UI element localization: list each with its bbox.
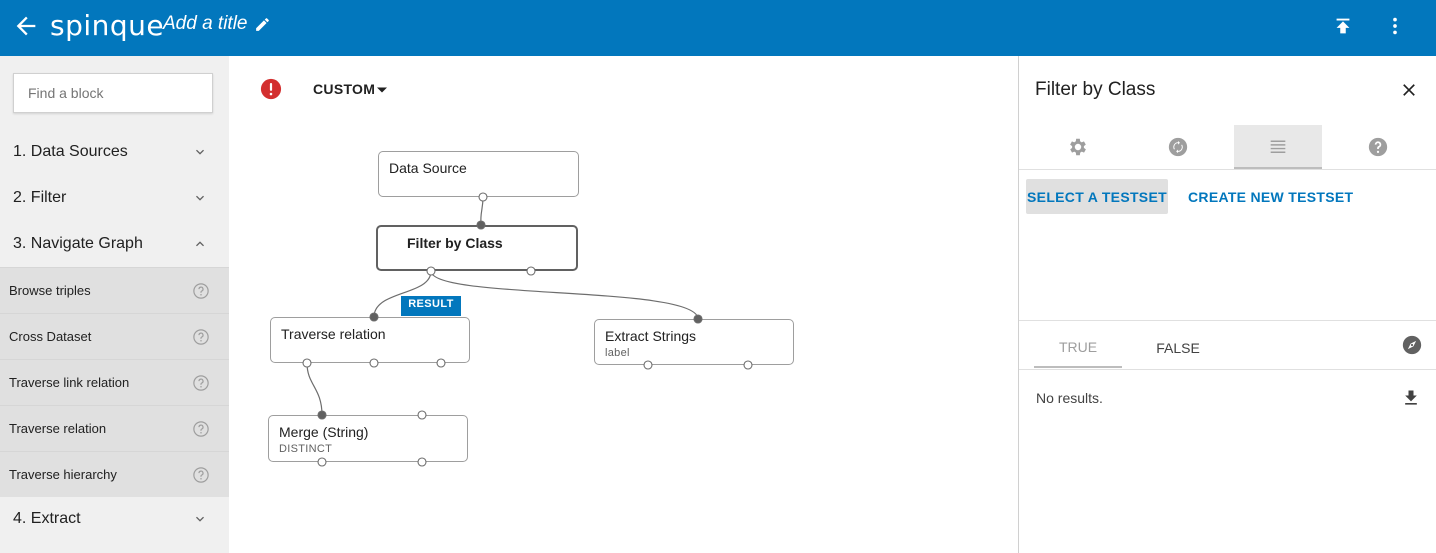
block-item-cross-dataset[interactable]: Cross Dataset — [0, 313, 229, 359]
block-item-traverse-hierarchy[interactable]: Traverse hierarchy — [0, 451, 229, 497]
tab-true[interactable]: TRUE — [1034, 328, 1122, 368]
tab-sync[interactable] — [1134, 125, 1222, 169]
node-label: Extract Strings — [605, 328, 697, 344]
chevron-up-icon — [196, 241, 204, 247]
category-label: 2. Filter — [13, 189, 67, 206]
more-vertical-icon[interactable] — [1384, 14, 1406, 38]
node-sublabel: DISTINCT — [279, 443, 333, 455]
block-library-sidebar: 1. Data Sources 2. Filter 3. Navigate Gr… — [0, 56, 229, 553]
node-label: Merge (String) — [279, 424, 369, 440]
create-testset-button[interactable]: CREATE NEW TESTSET — [1188, 188, 1354, 205]
project-title[interactable]: Add a title — [163, 13, 248, 34]
chevron-down-icon — [196, 149, 204, 155]
block-label: Traverse link relation — [9, 375, 130, 390]
panel-tabs — [1019, 125, 1436, 170]
list-icon — [1270, 140, 1286, 153]
node-label: Filter by Class — [407, 235, 503, 251]
select-testset-button[interactable]: SELECT A TESTSET — [1026, 179, 1168, 214]
mode-dropdown[interactable]: CUSTOM — [313, 81, 376, 97]
download-icon[interactable] — [1401, 387, 1421, 409]
block-item-browse-triples[interactable]: Browse triples — [0, 267, 229, 313]
chevron-down-icon — [196, 516, 204, 522]
top-app-bar: spinque Add a title — [0, 0, 1436, 56]
block-label: Traverse relation — [9, 421, 107, 436]
help-icon — [1368, 137, 1388, 157]
section-divider — [1019, 320, 1436, 321]
help-circle-icon[interactable] — [192, 282, 210, 300]
node-data-source[interactable]: Data Source — [378, 151, 579, 197]
find-block-search-input[interactable] — [13, 73, 213, 113]
close-icon[interactable] — [1399, 80, 1419, 100]
category-data-sources[interactable]: 1. Data Sources — [0, 129, 229, 175]
node-label: Data Source — [389, 160, 467, 176]
app-logo[interactable]: spinque — [50, 9, 165, 42]
category-navigate-graph[interactable]: 3. Navigate Graph — [0, 221, 229, 267]
node-traverse-relation[interactable]: Traverse relation — [270, 317, 470, 363]
help-circle-icon[interactable] — [192, 420, 210, 438]
block-item-traverse-relation[interactable]: Traverse relation — [0, 405, 229, 451]
sync-icon — [1168, 137, 1188, 157]
edit-pencil-icon[interactable] — [254, 16, 271, 33]
tab-help[interactable] — [1334, 125, 1422, 169]
node-label: Traverse relation — [281, 326, 386, 342]
tab-settings[interactable] — [1034, 125, 1122, 169]
error-alert-icon[interactable] — [260, 78, 282, 100]
category-label: 1. Data Sources — [13, 143, 128, 160]
node-merge-string[interactable]: Merge (String) DISTINCT — [268, 415, 468, 462]
category-filter[interactable]: 2. Filter — [0, 175, 229, 221]
help-circle-icon[interactable] — [192, 328, 210, 346]
block-label: Traverse hierarchy — [9, 467, 117, 482]
block-details-panel: Filter by Class SELECT A TESTSET CREATE … — [1018, 56, 1436, 553]
no-results-message: No results. — [1036, 390, 1103, 406]
tab-false[interactable]: FALSE — [1156, 340, 1200, 356]
gear-icon — [1070, 138, 1086, 156]
back-arrow-icon[interactable] — [12, 12, 40, 40]
caret-down-icon[interactable] — [376, 86, 388, 94]
strategy-canvas[interactable] — [229, 56, 1018, 553]
block-label: Cross Dataset — [9, 329, 92, 344]
category-extract[interactable]: 4. Extract — [0, 496, 229, 542]
block-item-traverse-link-relation[interactable]: Traverse link relation — [0, 359, 229, 405]
result-badge: RESULT — [401, 296, 461, 316]
chevron-down-icon — [196, 195, 204, 201]
compass-icon[interactable] — [1401, 334, 1423, 356]
panel-title: Filter by Class — [1035, 79, 1156, 100]
category-label: 4. Extract — [13, 510, 81, 527]
node-extract-strings[interactable]: Extract Strings label — [594, 319, 794, 365]
tab-testset[interactable] — [1234, 125, 1322, 169]
help-circle-icon[interactable] — [192, 466, 210, 484]
category-label: 3. Navigate Graph — [13, 235, 143, 252]
section-divider — [1019, 369, 1436, 370]
node-filter-by-class[interactable]: Filter by Class — [376, 225, 578, 271]
node-sublabel: label — [605, 347, 630, 359]
block-label: Browse triples — [9, 283, 91, 298]
publish-icon[interactable] — [1332, 14, 1354, 38]
help-circle-icon[interactable] — [192, 374, 210, 392]
